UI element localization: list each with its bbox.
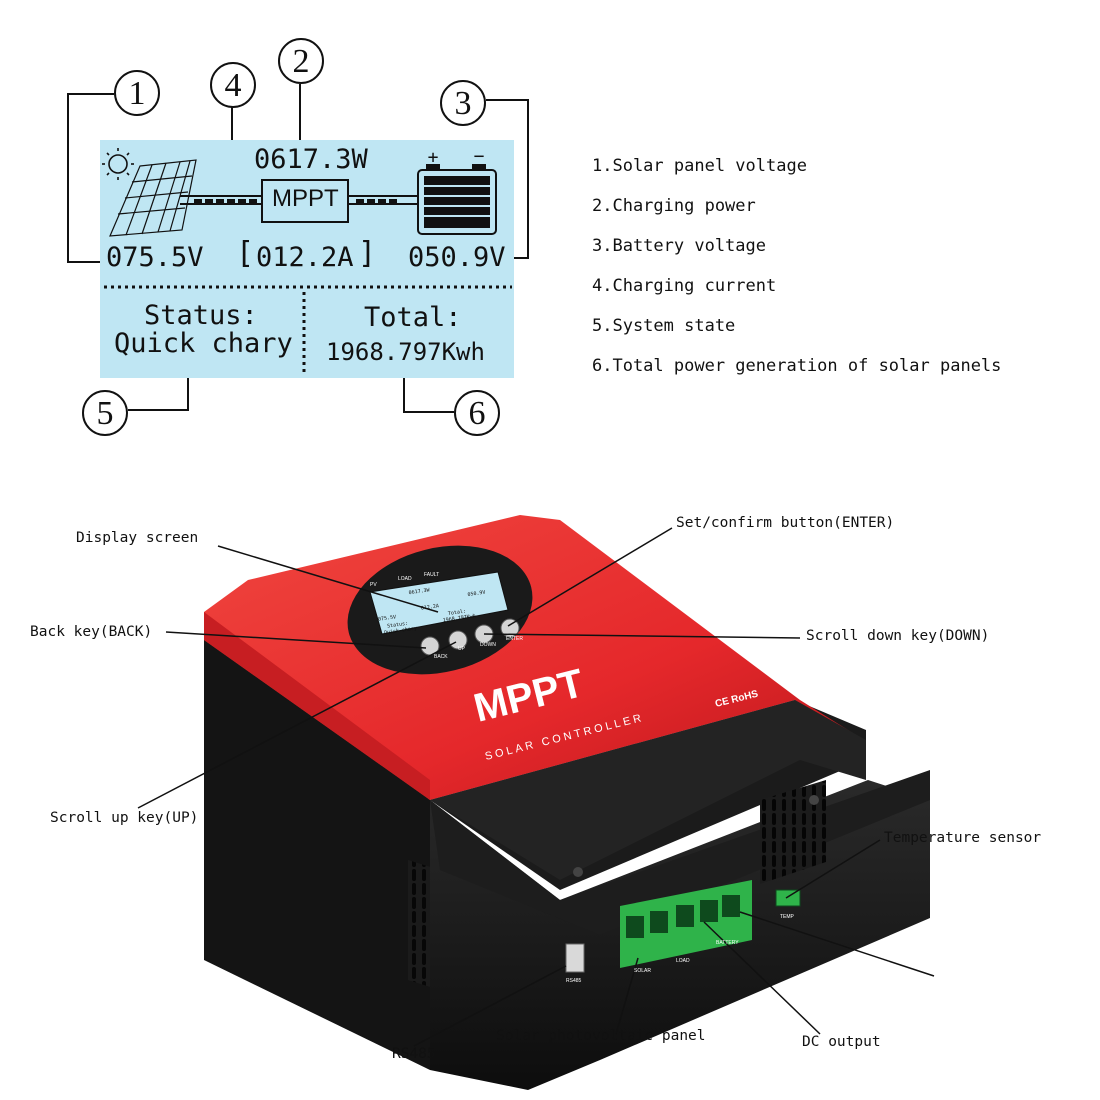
top-indicator-labels: PV LOAD FAULT: [370, 572, 439, 588]
svg-text:LOAD: LOAD: [676, 958, 690, 964]
legend-item: 6.Total power generation of solar panels: [592, 356, 1002, 376]
svg-text:Status:: Status:: [387, 621, 409, 630]
lcd-graphics: + −: [100, 140, 514, 378]
label-scroll-down-key: Scroll down key(DOWN): [806, 628, 990, 644]
right-vents: [760, 780, 826, 884]
callout-4: 4: [210, 62, 256, 108]
mini-lcd-text: 0617.3W 075.5V 012.2A 050.9V Status: Qui…: [378, 587, 486, 637]
sun-icon: [102, 148, 134, 180]
temp-port: [775, 889, 801, 907]
screw: [573, 867, 583, 877]
label-set-confirm-button: Set/confirm button(ENTER): [676, 515, 895, 531]
controller-device: [204, 515, 930, 1090]
svg-text:SOLAR: SOLAR: [634, 968, 651, 974]
svg-text:PV: PV: [370, 582, 377, 588]
svg-text:Quick chary: Quick chary: [384, 626, 418, 637]
rs485-port: [565, 943, 585, 973]
device-left-side: [204, 612, 430, 1070]
mppt-box: [261, 179, 349, 223]
leader-3: [486, 99, 529, 259]
lcd-current-bracket-open: [: [236, 236, 255, 271]
svg-text:BATTERY: BATTERY: [716, 940, 739, 946]
lcd-power-value: 0617.3W: [254, 144, 368, 175]
lcd-status-title: Status:: [144, 300, 258, 331]
legend-item: 3.Battery voltage: [592, 236, 766, 256]
lcd-current: 012.2A: [256, 242, 354, 273]
svg-text:012.2A: 012.2A: [421, 603, 440, 611]
lcd-battery-voltage: 050.9V: [408, 242, 506, 273]
callout-2: 2: [278, 38, 324, 84]
label-temperature-sensor: Temperature sensor: [884, 830, 1042, 846]
lcd-total-value: 1968.797Kwh: [326, 338, 485, 366]
legend-item: 5.System state: [592, 316, 736, 336]
lcd-pv-voltage: 075.5V: [106, 242, 204, 273]
svg-text:−: −: [474, 146, 485, 167]
svg-text:+: +: [428, 147, 439, 168]
lcd-current-bracket-close: ]: [358, 236, 377, 271]
svg-text:LOAD: LOAD: [398, 576, 412, 582]
label-back-key: Back key(BACK): [30, 624, 153, 640]
label-dc-output: DC output: [802, 1034, 881, 1050]
svg-text:ENTER: ENTER: [506, 636, 523, 642]
lcd-dashes: [194, 199, 397, 203]
label-scroll-up-key: Scroll up key(UP): [50, 810, 199, 826]
callout-6: 6: [454, 390, 500, 436]
legend-list: 1.Solar panel voltage 2.Charging power 3…: [592, 146, 1001, 386]
leader-6: [403, 366, 454, 413]
lcd-wires: [180, 195, 418, 205]
terminal-block: [620, 880, 752, 968]
legend-item: 4.Charging current: [592, 276, 777, 296]
callout-3: 3: [440, 80, 486, 126]
button-labels: BACK UP DOWN ENTER: [434, 636, 523, 660]
svg-text:UP: UP: [458, 646, 466, 652]
label-solar-panel: Solar photovoltaic panel: [496, 1028, 706, 1044]
battery-icon: + −: [417, 146, 497, 235]
leader-1: [67, 93, 114, 263]
rs485-port-label: RS485: [566, 978, 582, 984]
label-display-screen: Display screen: [76, 530, 199, 546]
screw: [809, 795, 819, 805]
svg-text:DOWN: DOWN: [480, 642, 496, 648]
mini-lcd: [369, 571, 509, 635]
callout-5: 5: [82, 390, 128, 436]
solar-panel-icon: [109, 159, 197, 237]
temp-port-label: TEMP: [780, 914, 795, 920]
svg-text:050.9V: 050.9V: [467, 590, 486, 598]
callout-1: 1: [114, 70, 160, 116]
legend-item: 2.Charging power: [592, 196, 756, 216]
svg-text:BACK: BACK: [434, 654, 448, 660]
terminal-labels: SOLAR LOAD BATTERY: [634, 940, 739, 974]
leader-5: [128, 366, 189, 411]
device-leaders: [137, 527, 935, 1047]
lcd-total-title: Total:: [364, 302, 462, 333]
svg-text:FAULT: FAULT: [424, 572, 439, 578]
svg-text:Total:: Total:: [448, 609, 467, 617]
legend-item: 1.Solar panel voltage: [592, 156, 807, 176]
label-rs485: RS485: [392, 1046, 436, 1062]
lcd-status-value: Quick chary: [114, 328, 293, 359]
callout-leaders: [67, 84, 529, 413]
svg-text:0617.3W: 0617.3W: [408, 587, 431, 596]
svg-text:075.5V: 075.5V: [378, 614, 397, 622]
svg-text:1968.797Kwh: 1968.797Kwh: [443, 613, 477, 624]
lcd-mppt-label: MPPT: [272, 185, 339, 212]
